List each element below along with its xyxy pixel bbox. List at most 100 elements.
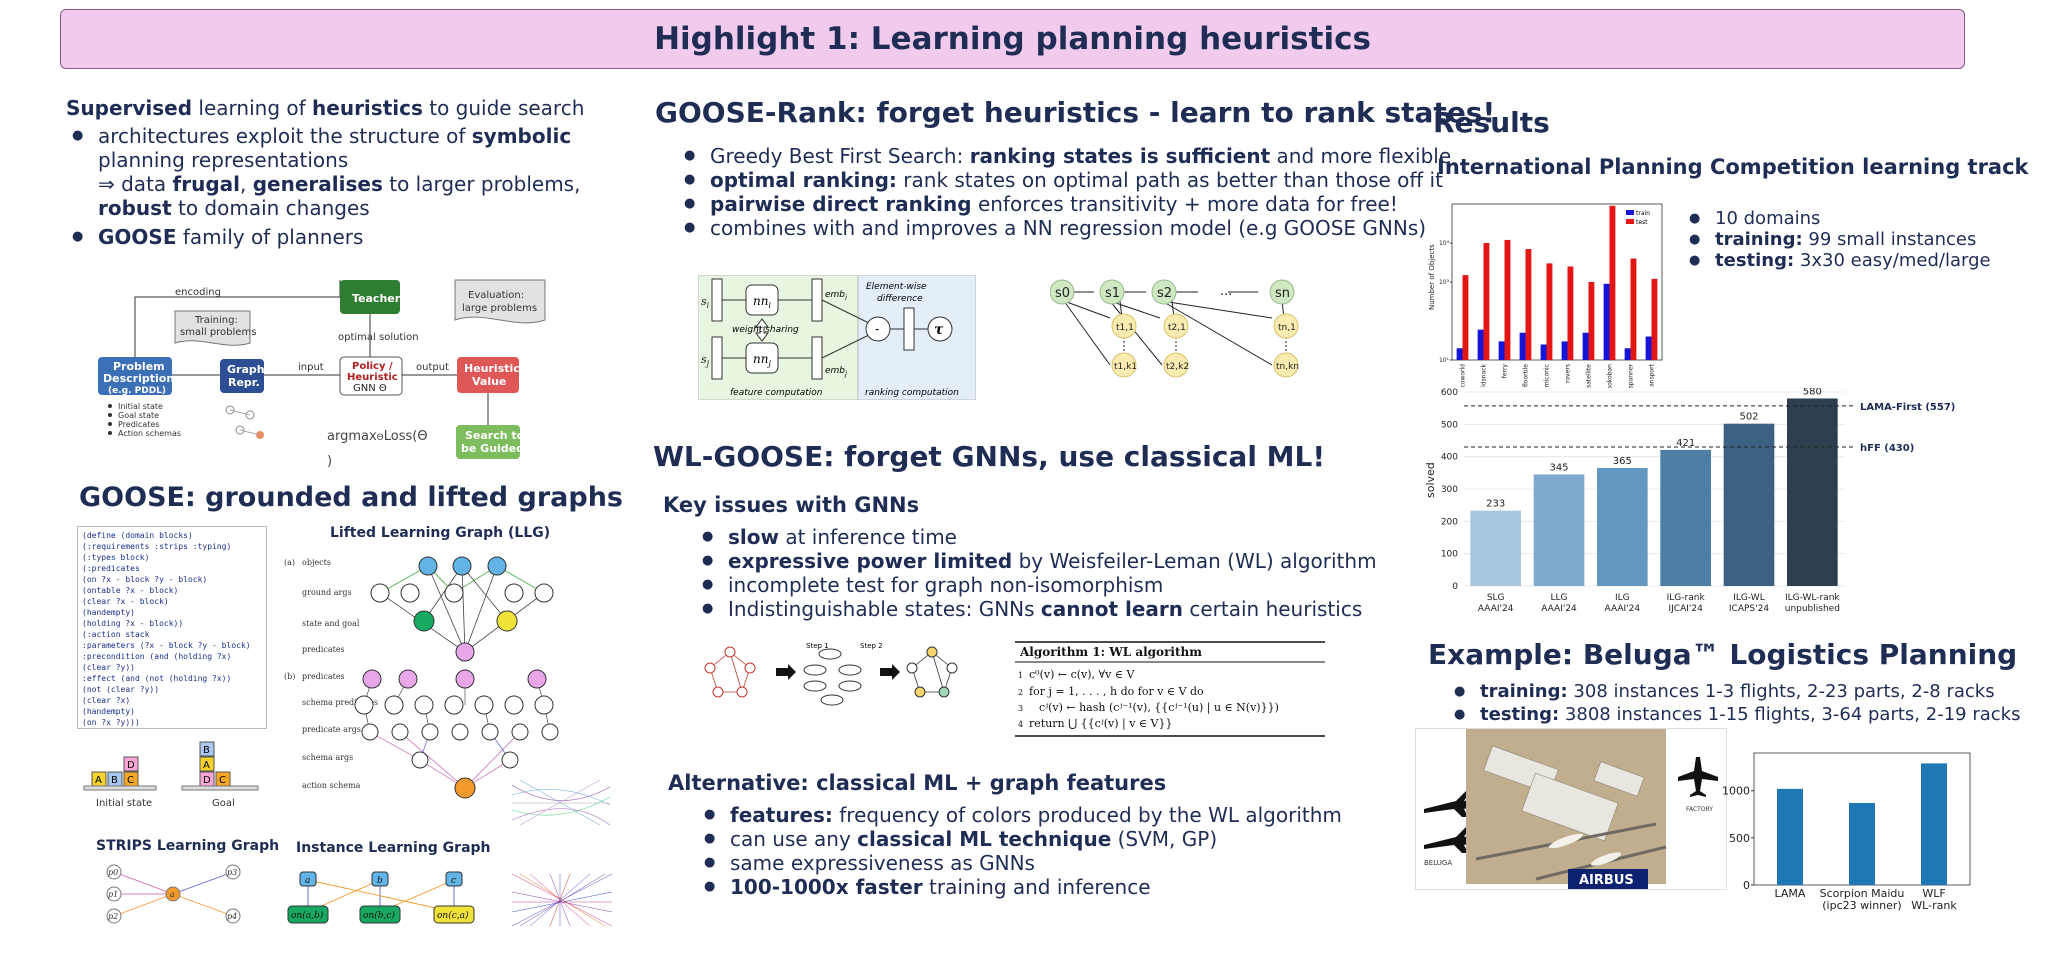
svg-text:action schema: action schema bbox=[302, 781, 361, 790]
algo-line-num: 4 bbox=[1018, 720, 1023, 729]
goose-rank-bullets: Greedy Best First Search: ranking states… bbox=[680, 144, 1451, 240]
svg-text:D: D bbox=[203, 775, 211, 786]
chart2-ytick: 300 bbox=[1441, 485, 1458, 495]
problem-label-2: Description bbox=[103, 372, 174, 385]
algo-line-num: 2 bbox=[1018, 688, 1023, 697]
search-label-2: be Guided bbox=[461, 442, 524, 455]
chart2-xtick-sub: AAAI'24 bbox=[1541, 604, 1577, 614]
alt-bullet-3: same expressiveness as GNNs bbox=[704, 851, 1342, 875]
chart1-xtick: floortile bbox=[1523, 364, 1530, 387]
goal-label: Goal bbox=[212, 798, 235, 809]
llg-wiring-thumbnail bbox=[511, 779, 611, 826]
chart1-bar-test bbox=[1567, 266, 1574, 360]
pddl-line: (ontable ?x - block) bbox=[82, 586, 178, 595]
algo-line-num: 1 bbox=[1018, 671, 1023, 680]
alt-bullet-1: features: frequency of colors produced b… bbox=[704, 803, 1342, 827]
chart1-bar-train bbox=[1645, 336, 1652, 360]
graph-label-1: Graph bbox=[227, 363, 265, 376]
chart2-bar-value: 421 bbox=[1676, 438, 1695, 449]
beluga-plane-icon: BELUGA bbox=[1424, 791, 1478, 867]
input-label: input bbox=[298, 362, 324, 373]
bullet-bold: frugal bbox=[172, 172, 241, 196]
svg-text:state and goal: state and goal bbox=[302, 619, 360, 628]
step2-label: Step 2 bbox=[860, 642, 883, 650]
search-label-1: Search to bbox=[465, 429, 525, 442]
initial-state-label: Initial state bbox=[96, 798, 152, 809]
pddl-line: (handempty) bbox=[82, 608, 135, 617]
beluga-bullet-2: testing: 3808 instances 1-15 flights, 3-… bbox=[1454, 703, 2020, 726]
pddl-line: (:action stack bbox=[82, 630, 150, 639]
factory-plane-icon: FACTORY bbox=[1678, 757, 1718, 813]
chart2-xtick-sub: AAAI'24 bbox=[1478, 604, 1514, 614]
legend-test: test bbox=[1636, 219, 1648, 226]
slg-node-label: p2 bbox=[108, 912, 118, 921]
svg-text:(a): (a) bbox=[284, 558, 295, 567]
instance-graph-title: Instance Learning Graph bbox=[296, 840, 491, 856]
mini-graph-icon bbox=[225, 405, 264, 439]
intro-text-1: learning of bbox=[192, 96, 313, 120]
svg-text:C: C bbox=[127, 775, 134, 786]
training-note bbox=[174, 310, 251, 346]
chain-ellipsis: ... bbox=[1220, 284, 1232, 299]
weight-sharing-label: weight sharing bbox=[732, 325, 799, 335]
pddl-line: :effect (and (not (holding ?x)) bbox=[82, 674, 231, 683]
problem-items-list: Initial state Goal state Predicates Acti… bbox=[108, 402, 181, 438]
ilg-node-label: on(a,b) bbox=[291, 910, 324, 921]
problem-item: Goal state bbox=[118, 411, 159, 420]
slg-node-label: p0 bbox=[108, 868, 118, 877]
problem-label-3: (e.g. PDDL) bbox=[108, 386, 166, 396]
chart1-bar-test bbox=[1630, 258, 1637, 360]
chart3-xtick-sub: WL-rank bbox=[1911, 899, 1957, 912]
pddl-line: :precondition (and (holding ?x) bbox=[82, 652, 231, 661]
chart1-bar-test bbox=[1483, 243, 1490, 360]
pddl-line: (on ?x ?y))) bbox=[82, 718, 140, 727]
chart1-xtick: spanner bbox=[1628, 363, 1635, 388]
svg-text:predicates: predicates bbox=[302, 672, 345, 681]
chart2-xtick: ILG-WL bbox=[1733, 593, 1764, 603]
chart3-xtick-sub: (ipc23 winner) bbox=[1822, 899, 1901, 912]
chain-successor-label: t2,k2 bbox=[1166, 362, 1189, 372]
chart2-bar bbox=[1597, 467, 1648, 586]
state-chain-figure: s0 s1 s2 ... sn t1,1 t2,1 tn,1 t1,k1 t2,… bbox=[1050, 279, 1299, 378]
algorithm-title: Algorithm 1: WL algorithm bbox=[1019, 645, 1202, 659]
ilg-node-label: b bbox=[377, 876, 383, 886]
chart1-xtick: coworld bbox=[1460, 364, 1467, 388]
svg-text:predicates: predicates bbox=[302, 645, 345, 654]
ipc-bullet-2: training: 99 small instances bbox=[1689, 229, 1991, 250]
chart1-ytick: 10¹ bbox=[1439, 357, 1450, 364]
chart2-xtick: LLG bbox=[1550, 593, 1567, 603]
legend-train: train bbox=[1636, 210, 1650, 217]
pddl-domain-box: (define (domain blocks) (:requirements :… bbox=[77, 526, 267, 729]
chart1-bar-test bbox=[1504, 239, 1511, 360]
banner-title: Highlight 1: Learning planning heuristic… bbox=[654, 21, 1371, 57]
pddl-line: (:types block) bbox=[82, 553, 149, 562]
problem-item: Predicates bbox=[118, 420, 160, 429]
pddl-line: (holding ?x - block)) bbox=[82, 619, 183, 628]
chart2-bar bbox=[1723, 423, 1775, 586]
teacher-label: Teacher bbox=[352, 292, 401, 305]
chart2-xtick: ILG-rank bbox=[1667, 593, 1706, 603]
chart1-bar-train bbox=[1540, 344, 1547, 360]
alternative-title: Alternative: classical ML + graph featur… bbox=[668, 771, 1167, 795]
bullet-text: , bbox=[240, 172, 253, 196]
output-label: output bbox=[416, 362, 449, 373]
chart3-xtick: Scorpion Maidu bbox=[1820, 887, 1905, 900]
chart1-bar-train bbox=[1456, 348, 1463, 360]
bullet-architectures: architectures exploit the structure of s… bbox=[72, 124, 580, 220]
chart2-ylabel: solved bbox=[1424, 462, 1437, 498]
chart1-bar-train bbox=[1561, 341, 1568, 360]
tau-symbol: τ bbox=[934, 322, 944, 338]
chart2-bar-value: 233 bbox=[1486, 499, 1505, 510]
chart1-xtick: miconic bbox=[1544, 364, 1551, 387]
bullet-text: to domain changes bbox=[171, 196, 370, 220]
alt-bullet-4: 100-1000x faster training and inference bbox=[704, 875, 1342, 899]
chain-state-label: s0 bbox=[1055, 286, 1070, 301]
chart2-xtick-sub: AAAI'24 bbox=[1605, 604, 1641, 614]
chart1-ytick: 10³ bbox=[1439, 279, 1450, 286]
heuristic-label-1: Heuristic bbox=[464, 362, 520, 375]
